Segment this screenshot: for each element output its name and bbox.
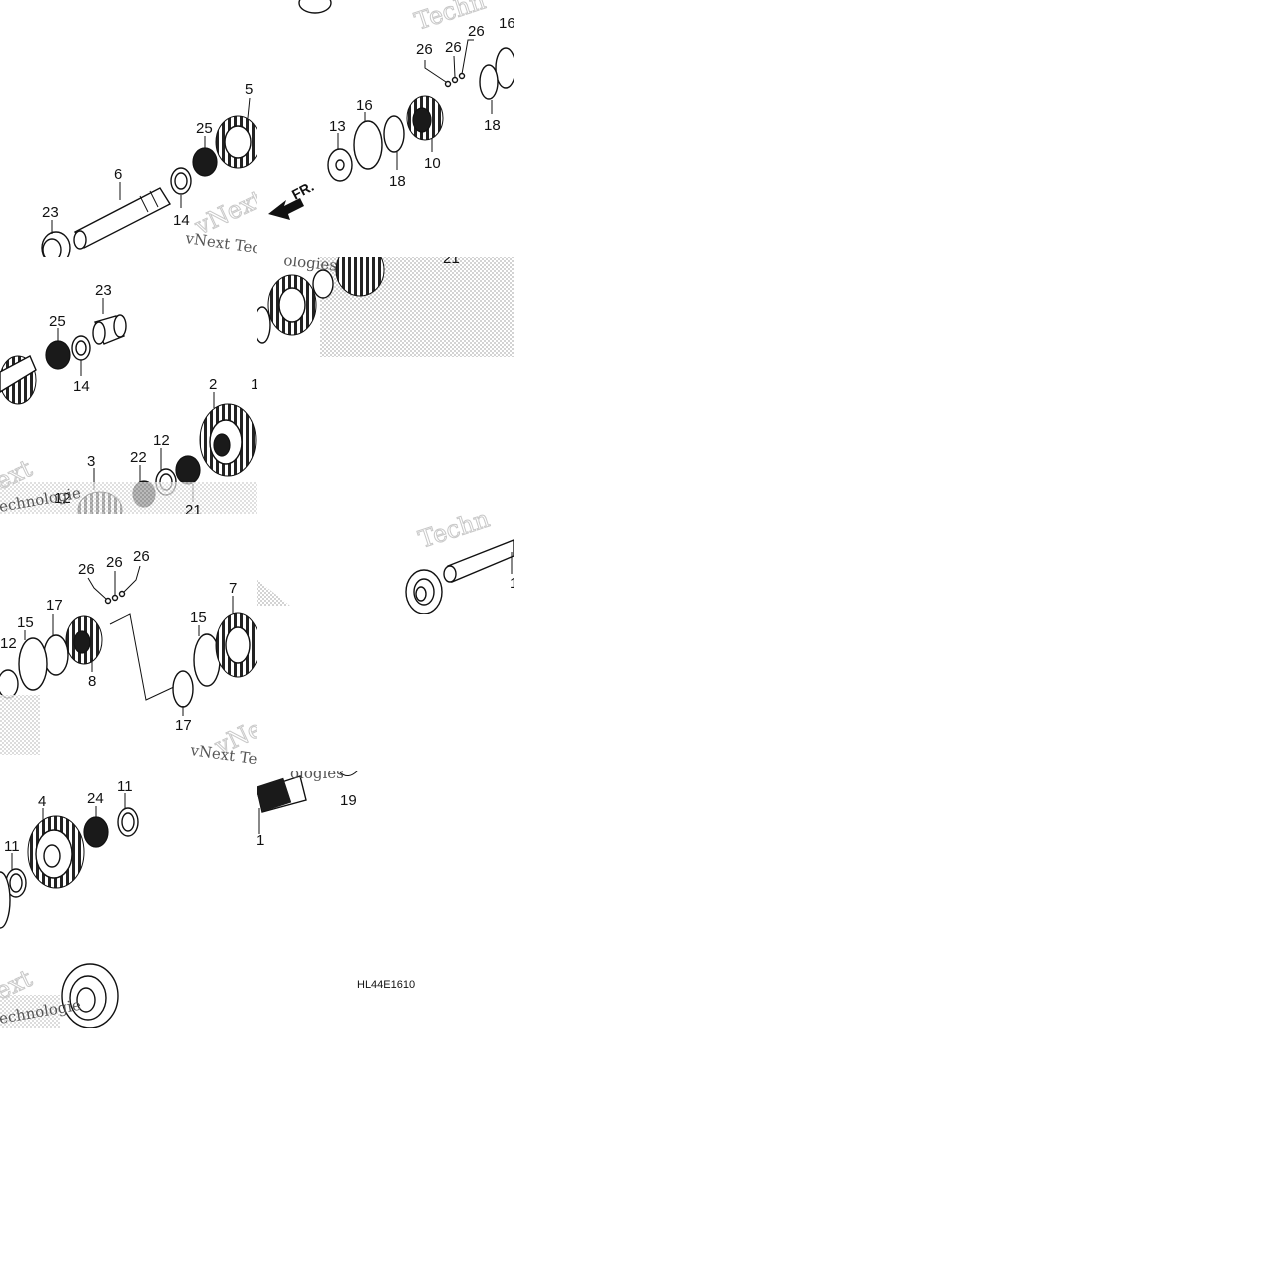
callout-18b: 18	[389, 173, 406, 190]
tile-hub-brand: HOND ologies 21	[257, 250, 514, 360]
callout-7: 7	[229, 580, 237, 597]
hub-part	[267, 274, 317, 336]
callout-25: 25	[196, 120, 213, 137]
bearing-top	[298, 0, 332, 14]
callout-17b: 17	[175, 717, 192, 734]
ball-part-26c	[458, 72, 466, 80]
ball-part-26b	[451, 76, 459, 84]
callout-11a: 11	[117, 778, 133, 795]
washer-part-14	[170, 167, 192, 195]
callout-15a: 15	[17, 614, 34, 631]
callout-25b: 25	[49, 313, 66, 330]
callout-6: 6	[114, 166, 122, 183]
bearing-part-bottom	[61, 963, 119, 1028]
needle-bearing-part-25b	[45, 340, 71, 370]
tile-shaft-gears-left: 25 23 14 2 1 12 22 3 12 21 ext echnologi…	[0, 282, 259, 519]
callout-21: 21	[185, 502, 202, 519]
needle-bearing-part-24	[83, 816, 109, 848]
callout-20: 20	[416, 631, 433, 648]
front-direction-arrow: FR.	[268, 178, 316, 220]
needle-bearing-part-21	[175, 455, 201, 485]
callout-17a: 17	[46, 597, 63, 614]
callout-4: 4	[38, 793, 46, 810]
tile-output-shaft: Techn 20 1	[257, 505, 518, 648]
gear-part-2	[199, 403, 257, 477]
callout-5: 5	[245, 81, 253, 98]
drawing-code: HL44E1610	[357, 979, 415, 991]
callout-1a: 1	[251, 376, 259, 393]
callout-26e: 26	[106, 554, 123, 571]
callout-26f: 26	[133, 548, 150, 565]
watermark-logies-1: ologies	[283, 251, 338, 275]
callout-14: 14	[173, 212, 190, 229]
callout-15b: 15	[190, 609, 207, 626]
callout-2: 2	[209, 376, 217, 393]
callout-16b: 16	[356, 97, 373, 114]
tile-main-shaft-left: 23 6 14 25 5 vNext Tec vNext Tec	[41, 81, 262, 258]
shaft-part-6	[73, 187, 171, 250]
bearing-part-23b	[92, 314, 127, 345]
callout-11b: 11	[4, 838, 20, 855]
callout-26c: 26	[468, 23, 485, 40]
watermark-vnext-4: vNext Tec	[188, 741, 267, 770]
tile-final-gears: 4 24 11 11 ext echnologie	[0, 778, 139, 1028]
callout-23: 23	[42, 204, 59, 221]
callout-3: 3	[87, 453, 95, 470]
callout-1b: 1	[510, 575, 518, 592]
gear-part-5	[215, 115, 257, 169]
callout-19: 19	[340, 792, 357, 809]
tile-shaft-end: ologies 19 1	[256, 764, 358, 849]
callout-12c: 12	[0, 635, 17, 652]
callout-26d: 26	[78, 561, 95, 578]
watermark-logies-2: ologies	[290, 764, 344, 782]
tile-countershaft-gears: 26 26 26 17 15 12 8 17 15 7 vNext Tec vN…	[0, 548, 267, 770]
callout-16a: 16	[499, 15, 516, 32]
bearing-part-20	[405, 569, 443, 614]
callout-18a: 18	[484, 117, 501, 134]
gear-part-8	[65, 615, 103, 665]
callout-26a: 26	[416, 41, 433, 58]
gear-part-4	[27, 815, 85, 889]
callout-14b: 14	[73, 378, 90, 395]
brand-watermark: HOND	[325, 313, 485, 360]
callout-23b: 23	[95, 282, 112, 299]
watermark-vnext-2: vNext Tec	[183, 229, 262, 258]
gear-part-10	[406, 95, 444, 141]
needle-bearing-part-25	[192, 147, 218, 177]
callout-13: 13	[329, 118, 346, 135]
callout-21b: 21	[443, 250, 460, 267]
shaft-part-1	[443, 539, 514, 583]
watermark-techno-2: Techn	[415, 505, 493, 554]
callout-26b: 26	[445, 39, 462, 56]
callout-1c: 1	[256, 832, 264, 849]
bearing-part-23	[41, 231, 71, 257]
callout-10: 10	[424, 155, 441, 172]
callout-12a: 12	[153, 432, 170, 449]
callout-24: 24	[87, 790, 104, 807]
svg-text:FR.: FR.	[289, 178, 316, 203]
callout-8: 8	[88, 673, 96, 690]
callout-12b: 12	[54, 490, 71, 507]
hub-part-7	[215, 612, 257, 678]
tile-countershaft-right: Techn FR. 26 26	[268, 0, 516, 220]
callout-22: 22	[130, 449, 147, 466]
ball-part-26a	[444, 80, 452, 88]
